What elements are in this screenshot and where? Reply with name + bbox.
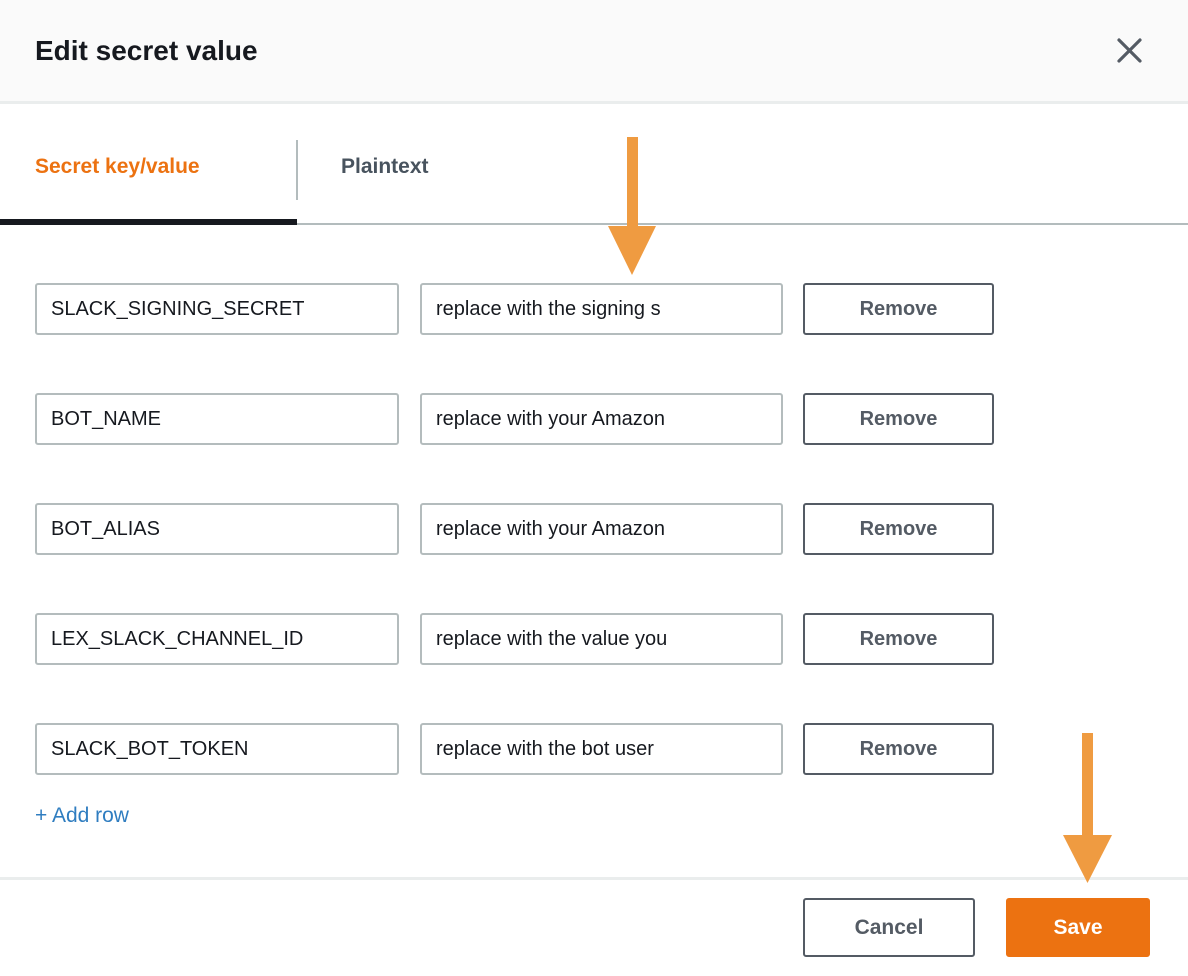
arrow-down-icon <box>1063 733 1112 883</box>
close-button[interactable] <box>1112 34 1146 68</box>
secret-value-input[interactable] <box>420 613 783 665</box>
table-row: Remove <box>35 723 994 775</box>
tab-secret-key-value[interactable]: Secret key/value <box>35 155 200 178</box>
secret-value-input[interactable] <box>420 723 783 775</box>
close-icon <box>1116 38 1142 63</box>
modal-header: Edit secret value <box>0 0 1188 104</box>
secret-key-input[interactable] <box>35 613 399 665</box>
secret-key-input[interactable] <box>35 723 399 775</box>
page-title: Edit secret value <box>35 34 258 66</box>
secret-value-input[interactable] <box>420 393 783 445</box>
active-tab-underline <box>0 219 297 225</box>
footer-divider <box>0 877 1188 880</box>
secret-key-input[interactable] <box>35 283 399 335</box>
table-row: Remove <box>35 283 994 335</box>
save-button[interactable]: Save <box>1006 898 1150 957</box>
table-row: Remove <box>35 503 994 555</box>
secret-key-input[interactable] <box>35 503 399 555</box>
tab-divider <box>296 140 298 200</box>
remove-row-button[interactable]: Remove <box>803 503 994 555</box>
tab-bar: Secret key/value Plaintext <box>0 107 1188 225</box>
secret-value-input[interactable] <box>420 503 783 555</box>
add-row-link[interactable]: + Add row <box>35 804 129 827</box>
cancel-button[interactable]: Cancel <box>803 898 975 957</box>
table-row: Remove <box>35 613 994 665</box>
remove-row-button[interactable]: Remove <box>803 723 994 775</box>
secret-rows: Remove Remove Remove Remove Remove <box>35 283 994 833</box>
remove-row-button[interactable]: Remove <box>803 283 994 335</box>
remove-row-button[interactable]: Remove <box>803 613 994 665</box>
table-row: Remove <box>35 393 994 445</box>
secret-key-input[interactable] <box>35 393 399 445</box>
remove-row-button[interactable]: Remove <box>803 393 994 445</box>
tab-plaintext[interactable]: Plaintext <box>341 155 429 178</box>
secret-value-input[interactable] <box>420 283 783 335</box>
